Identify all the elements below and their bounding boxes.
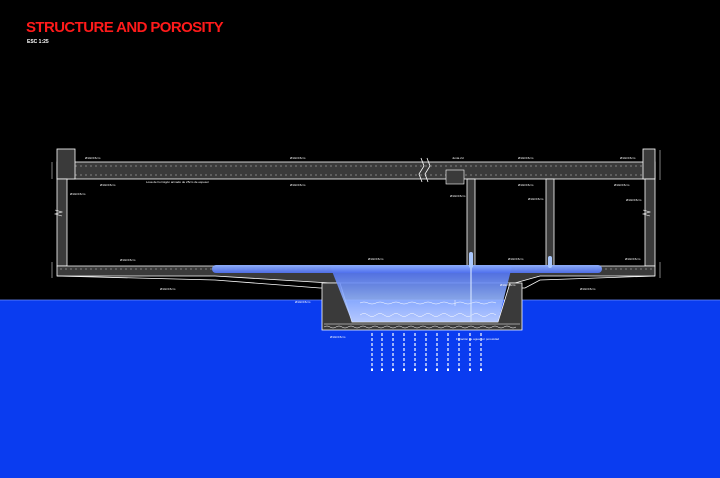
rebar-label: Ø10c/15cm bbox=[528, 197, 544, 201]
roof-right-block bbox=[642, 148, 656, 180]
rebar-label: Ø10c/15cm bbox=[290, 183, 306, 187]
rebar-label: Ø10c/15cm bbox=[518, 183, 534, 187]
right-wall-break bbox=[641, 209, 652, 217]
rebar-label: Ø10c/15cm bbox=[508, 257, 524, 261]
pit-water bbox=[330, 266, 512, 322]
rebar-label: Ø10c/15cm bbox=[290, 156, 306, 160]
dimension-marks bbox=[51, 150, 661, 306]
rebar-label: Ø10c/15cm bbox=[620, 156, 636, 160]
scale-label: ESC 1:25 bbox=[27, 39, 49, 45]
rebar-label: Ø10c/15cm bbox=[500, 283, 516, 287]
rebar-label: Ø10c/15cm bbox=[625, 257, 641, 261]
rebar-label: Ø10c/15cm bbox=[626, 198, 642, 202]
rebar-label: Ø10c/15cm bbox=[120, 258, 136, 262]
joint-block bbox=[445, 169, 465, 185]
pile-tips bbox=[371, 369, 482, 371]
water-ripples bbox=[359, 301, 497, 317]
porosity-note: Filtración de agua por porosidad bbox=[456, 337, 499, 341]
rebar-label: Ø10c/15cm bbox=[70, 192, 86, 196]
rebar-label: Ø10c/15cm bbox=[518, 156, 534, 160]
piles bbox=[371, 333, 482, 370]
joint-label: Junta 2d bbox=[452, 156, 464, 160]
rebar-label: Ø10c/15cm bbox=[100, 183, 116, 187]
drawing-title: STRUCTURE AND POROSITY bbox=[26, 19, 224, 36]
rebar-label: Ø10c/15cm bbox=[614, 183, 630, 187]
rebar-label: Ø10c/15cm bbox=[160, 287, 176, 291]
roof-slab bbox=[56, 161, 656, 180]
left-wall-break bbox=[53, 209, 64, 217]
reinforcement-note: Losa de hormigón armado de 25cm de espes… bbox=[146, 180, 209, 184]
roof-left-block bbox=[56, 148, 76, 180]
slab-water-puddle bbox=[212, 265, 602, 273]
rebar-labels: Ø10c/15cm Ø10c/15cm Ø10c/15cm Ø10c/15cm … bbox=[70, 156, 642, 339]
rebar-label: Ø10c/15cm bbox=[368, 257, 384, 261]
column-1-seep bbox=[469, 252, 473, 268]
rebar-label: Ø10c/15cm bbox=[295, 300, 311, 304]
rebar-label: Ø10c/15cm bbox=[330, 335, 346, 339]
right-wall bbox=[644, 178, 656, 267]
rebar-label: Ø10c/15cm bbox=[450, 194, 466, 198]
column-2-seep bbox=[548, 256, 552, 268]
rebar-label: Ø10c/15cm bbox=[85, 156, 101, 160]
left-wall bbox=[56, 178, 68, 267]
rebar-label: Ø10c/15cm bbox=[580, 287, 596, 291]
joint-break-symbol bbox=[418, 157, 425, 183]
inner-column-2 bbox=[545, 178, 555, 267]
foundation-rebar bbox=[323, 323, 520, 329]
